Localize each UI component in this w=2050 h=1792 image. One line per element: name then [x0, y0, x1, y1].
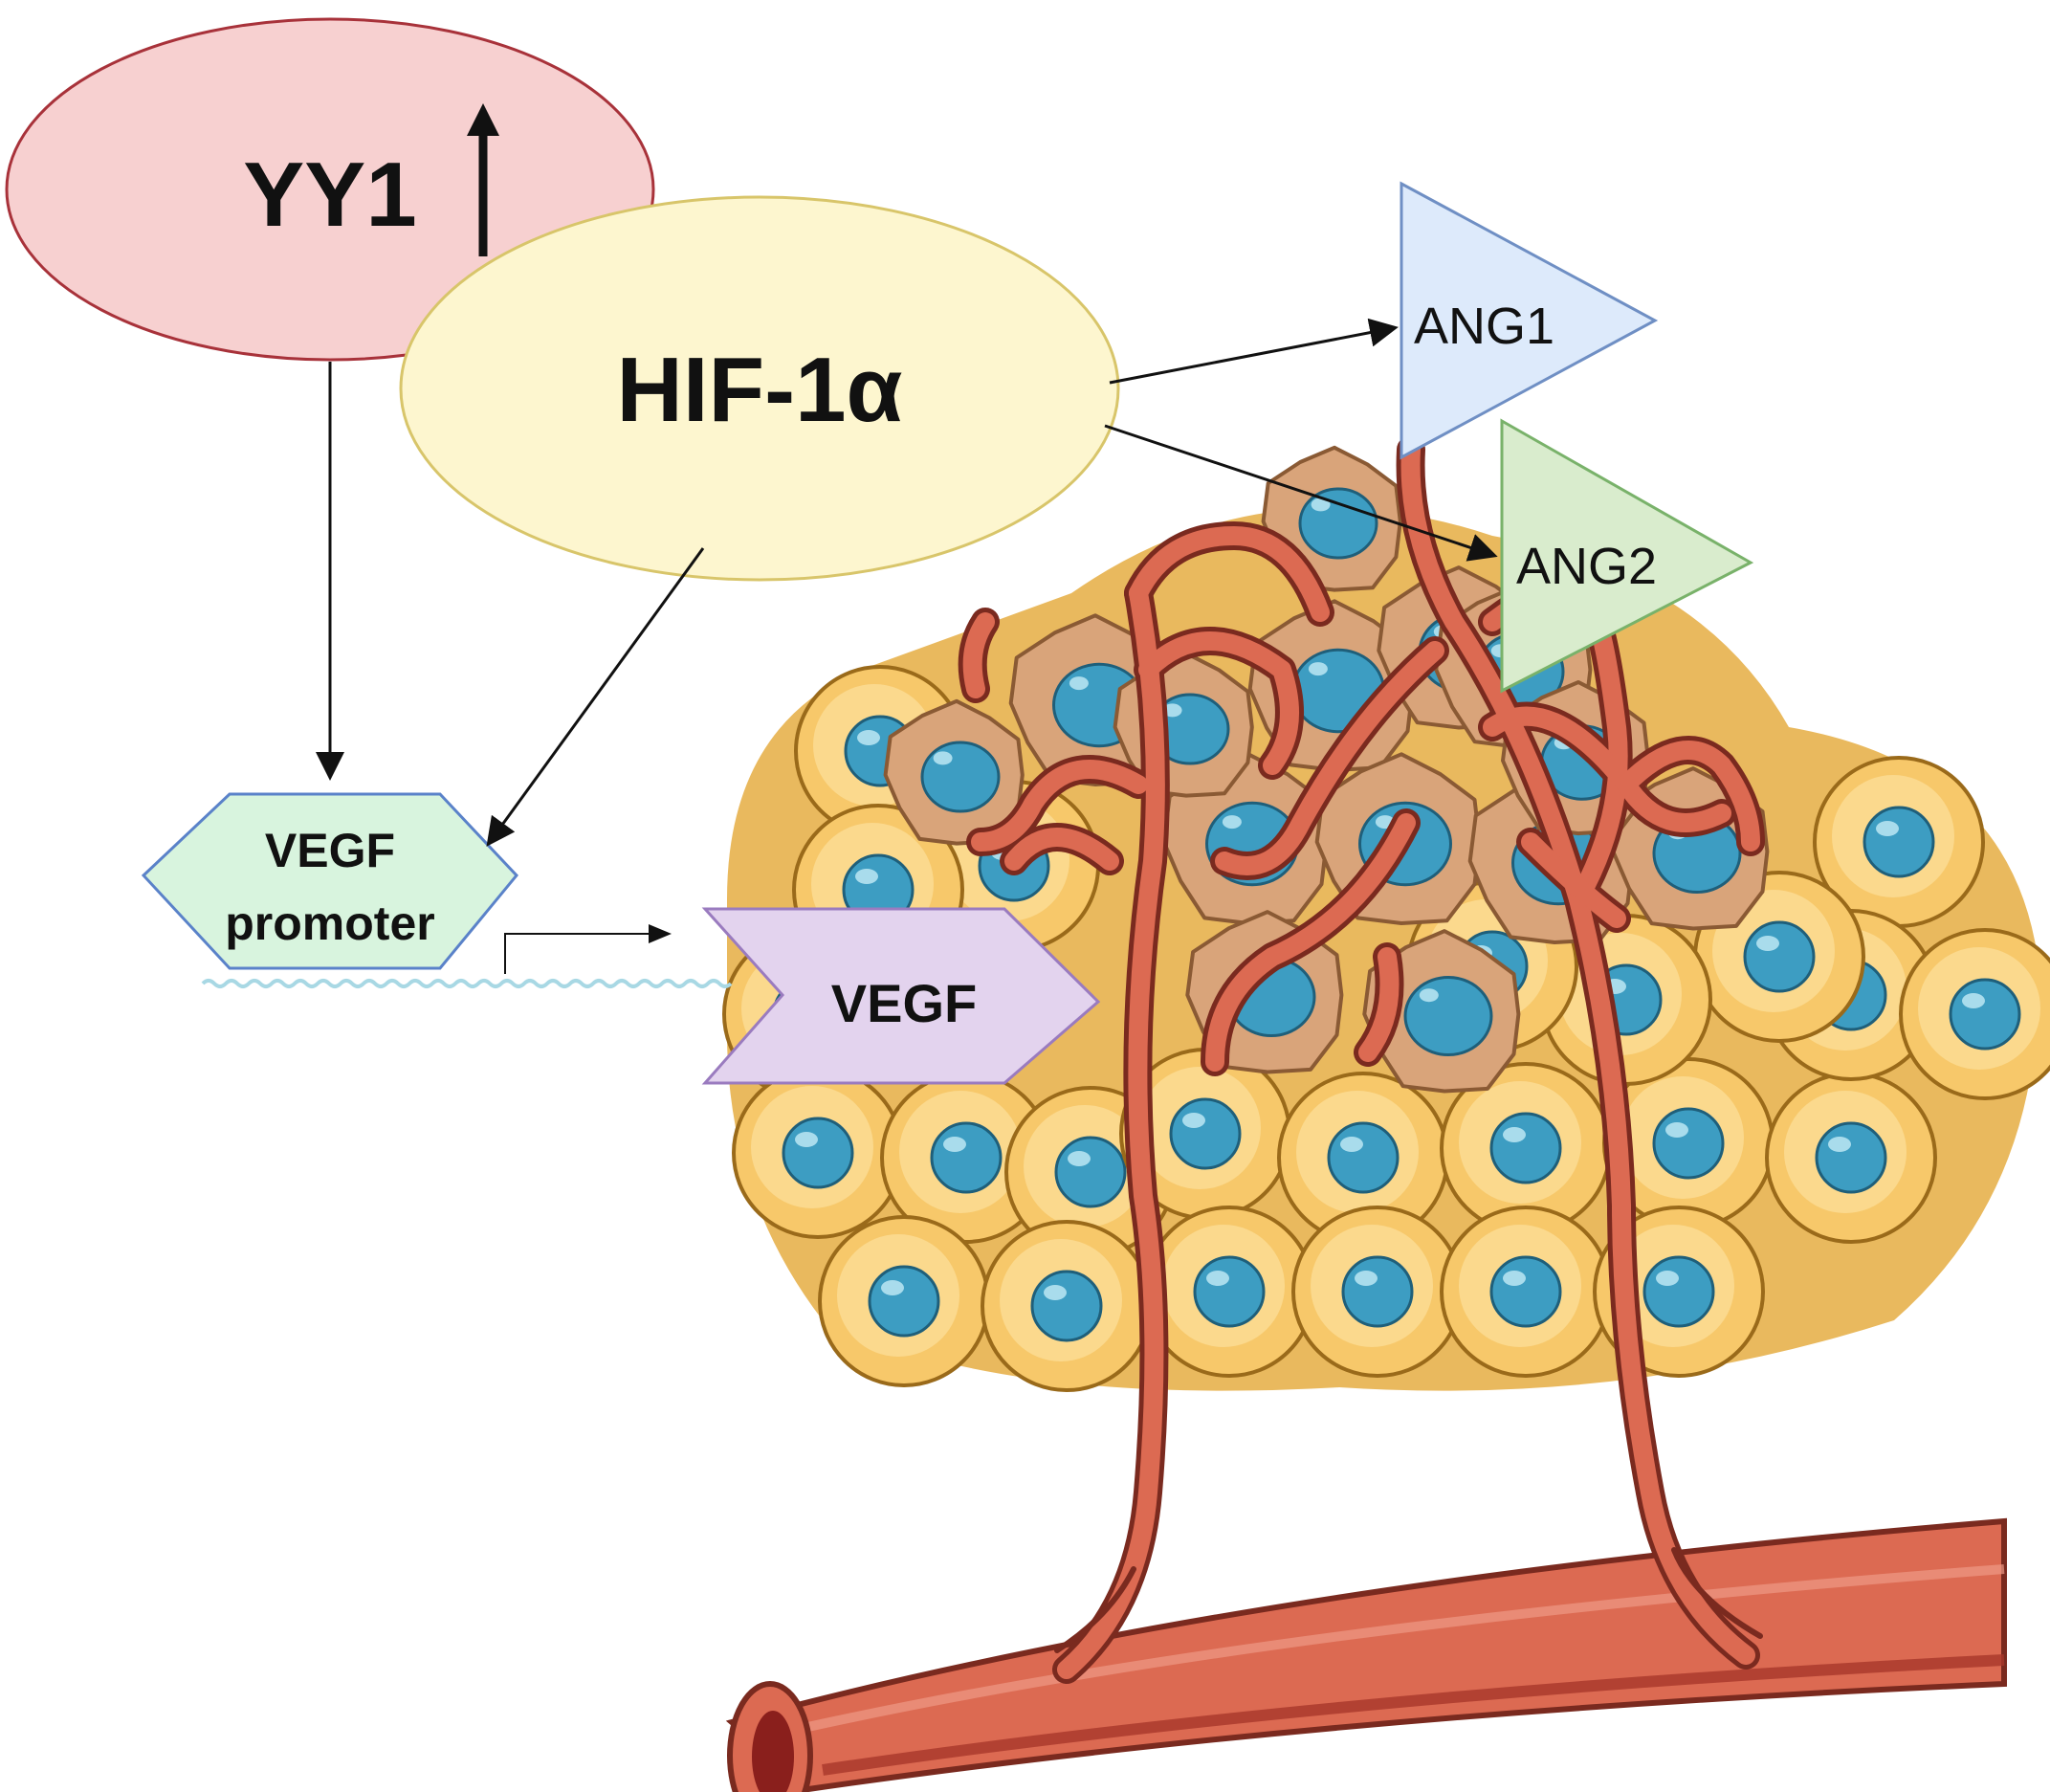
dna-strand: [201, 979, 733, 988]
hif1a-ellipse: [399, 195, 1120, 582]
vegf-label: VEGF: [831, 973, 977, 1033]
arrow-hif1a-to-ang2: [1104, 424, 1498, 562]
blood-vessel: [725, 1517, 2007, 1792]
yy1-label: YY1: [243, 144, 416, 246]
normal-cell: [818, 1215, 990, 1387]
vegf-promoter-label-line2: promoter: [225, 896, 434, 950]
tumor-tissue-illustration: [722, 435, 2050, 1792]
arrow-hif1a-to-vegf-promoter: [486, 547, 705, 847]
ang2-node: ANG2: [1500, 418, 1754, 694]
normal-cell: [1277, 1072, 1449, 1244]
normal-cell: [1143, 1206, 1315, 1378]
vegf-promoter-label-line1: VEGF: [265, 824, 395, 877]
normal-cell: [1899, 928, 2050, 1100]
ang1-node: ANG1: [1400, 181, 1659, 460]
normal-cell: [1765, 1072, 1937, 1244]
vegf-promoter-node: VEGF promoter: [141, 792, 518, 970]
ang2-label: ANG2: [1516, 538, 1657, 595]
ang2-triangle: [1500, 418, 1754, 694]
regulation-arrows: [316, 318, 1498, 974]
capillary-network: [958, 435, 1765, 1684]
hif1a-node: HIF-1α: [399, 195, 1120, 582]
vegf-node: VEGF: [701, 907, 1101, 1085]
vegf-promoter-hexagon: [141, 792, 518, 970]
normal-cell: [1440, 1206, 1612, 1378]
hif1a-label: HIF-1α: [616, 339, 902, 441]
vegf-chevron: [701, 907, 1101, 1085]
transcription-start-arrow: [504, 924, 672, 974]
normal-cell: [981, 1220, 1153, 1392]
up-arrow-icon: [467, 103, 499, 256]
normal-cell: [1440, 1062, 1612, 1234]
arrow-hif1a-to-ang1: [1109, 318, 1399, 385]
normal-cell: [1119, 1048, 1291, 1220]
normal-cell: [1291, 1206, 1464, 1378]
normal-cell: [1813, 756, 1985, 928]
normal-cell: [1602, 1057, 1774, 1229]
normal-cell: [732, 1067, 904, 1239]
ang1-label: ANG1: [1414, 298, 1554, 355]
ang1-triangle: [1400, 181, 1659, 460]
